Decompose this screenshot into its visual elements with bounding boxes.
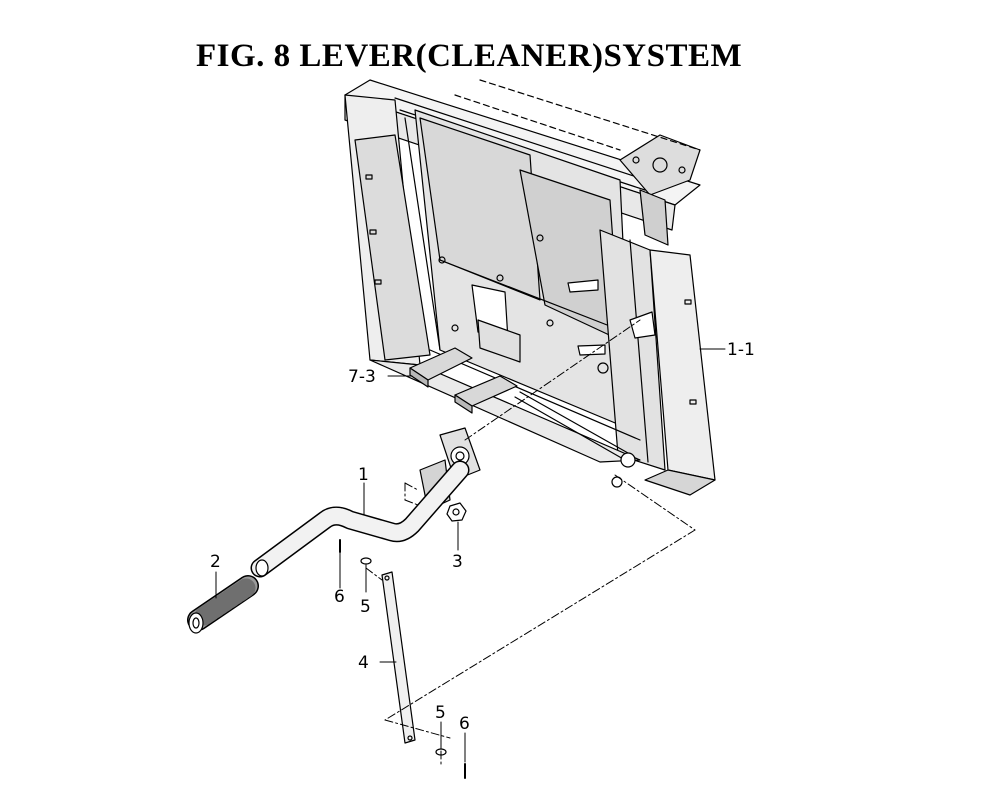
figure-title: FIG. 8 LEVER(CLEANER)SYSTEM (196, 38, 743, 74)
callout-6-lower: 6 (459, 714, 470, 734)
callout-5-upper: 5 (360, 597, 371, 617)
leader-lines (215, 348, 726, 763)
callout-1-1: 1-1 (727, 340, 755, 360)
nut-part-3 (446, 502, 467, 522)
cleaner-frame (344, 79, 716, 496)
callout-7-3: 7-3 (348, 367, 376, 387)
lever-part-1 (250, 460, 470, 578)
callout-6-upper: 6 (334, 587, 345, 607)
callout-3: 3 (452, 552, 463, 572)
callout-1: 1 (358, 465, 369, 485)
link-rod-part-4 (381, 571, 416, 744)
plate-part-7-3 (409, 347, 518, 414)
callout-2: 2 (210, 552, 221, 572)
callout-5-lower: 5 (435, 703, 446, 723)
grip-part-2 (187, 575, 259, 634)
callout-4: 4 (358, 653, 369, 673)
washer-part-5-upper (360, 557, 372, 565)
